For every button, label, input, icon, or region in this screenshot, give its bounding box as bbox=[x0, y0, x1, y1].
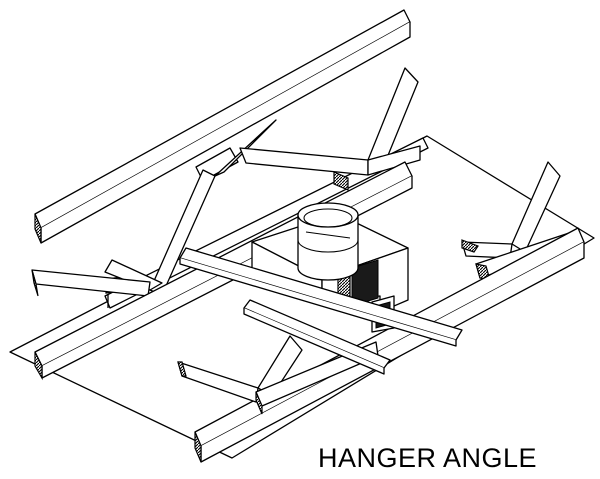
diagram-caption: HANGER ANGLE bbox=[318, 443, 538, 473]
truss-web-right-back bbox=[239, 67, 421, 191]
cross-bar bbox=[243, 299, 391, 375]
hanger-angle-bar bbox=[179, 247, 463, 347]
round-collar bbox=[297, 202, 359, 281]
roof-top-chord bbox=[34, 9, 411, 244]
